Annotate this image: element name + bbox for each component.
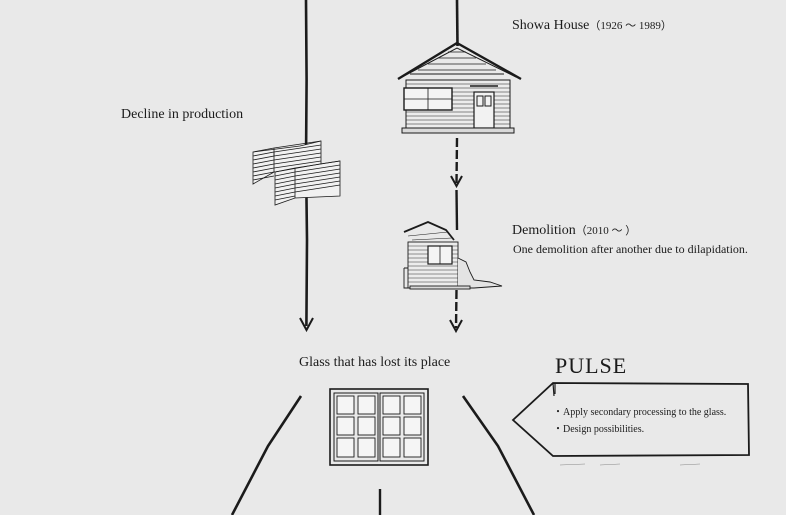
demolition-description: One demolition after another due to dila… (513, 242, 748, 256)
outgoing-flow-lines (230, 395, 536, 515)
pulse-points-list: Apply secondary processing to the glass.… (553, 404, 726, 438)
showa-house-label: Showa House（1926 ～ 1989） (512, 17, 672, 34)
pulse-title: PULSE (555, 353, 628, 378)
demolition-years: （2010 ～ ） (575, 225, 637, 237)
pulse-callout-frame (511, 382, 750, 466)
showa-house-illustration (397, 41, 522, 134)
showa-house-years: （1926 ～ 1989） (589, 20, 672, 32)
glass-lost-place-label: Glass that has lost its place (299, 355, 451, 370)
demolition-title: Demolition (512, 223, 576, 238)
demolition-label: Demolition（2010 ～ ） (512, 222, 636, 239)
house-flow-line (449, 0, 463, 334)
glass-stacks-illustration (252, 140, 341, 206)
decline-in-production-label: Decline in production (121, 107, 244, 122)
pulse-point: Design possibilities. (553, 421, 726, 438)
showa-house-title: Showa House (512, 18, 590, 33)
glass-window-illustration (329, 388, 429, 466)
demolished-house-illustration (403, 221, 503, 290)
pulse-point: Apply secondary processing to the glass. (553, 404, 726, 421)
